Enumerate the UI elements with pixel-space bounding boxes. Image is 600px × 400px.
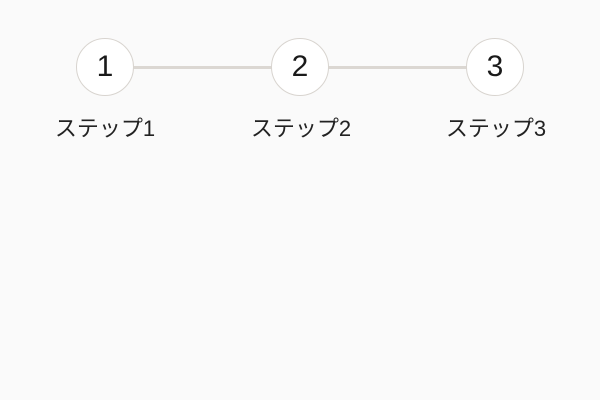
step-circle-1[interactable]: 1: [76, 38, 134, 96]
step-nodes-row: 1 2 3: [76, 38, 524, 96]
step-content-area: [0, 160, 600, 400]
step-labels-row: ステップ1 ステップ2 ステップ3: [0, 112, 600, 146]
step-node-2[interactable]: 2: [271, 38, 329, 96]
step-connector-1-2: [133, 65, 272, 69]
step-node-1[interactable]: 1: [76, 38, 134, 96]
step-progress-indicator: 1 2 3 ステップ1 ステップ2 ステップ3: [0, 0, 600, 160]
step-circle-2[interactable]: 2: [271, 38, 329, 96]
step-circle-3[interactable]: 3: [466, 38, 524, 96]
step-label-2: ステップ2: [250, 116, 352, 141]
step-label-3: ステップ3: [445, 116, 547, 141]
step-label-1: ステップ1: [54, 116, 156, 141]
step-node-3[interactable]: 3: [466, 38, 524, 96]
step-connector-2-3: [328, 65, 467, 69]
